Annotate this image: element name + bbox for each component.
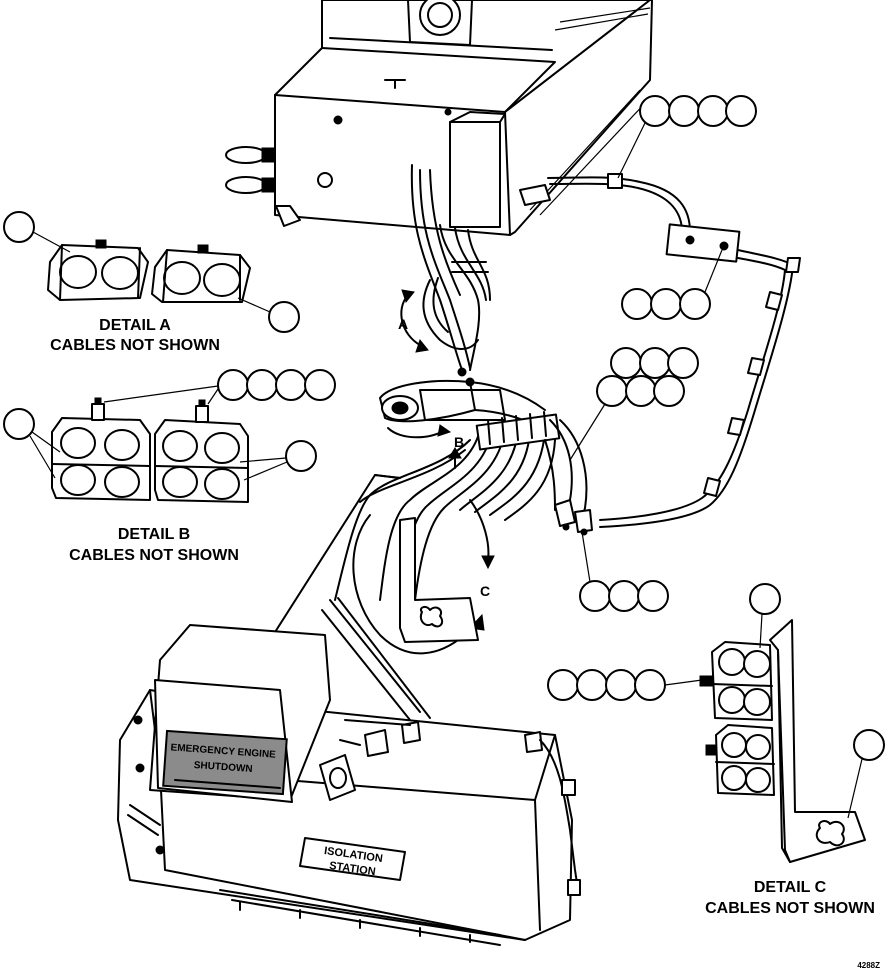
emergency-label-line2: SHUTDOWN bbox=[193, 760, 253, 775]
callout-balloon bbox=[246, 369, 278, 401]
callout-balloon bbox=[608, 580, 640, 612]
callout-balloon bbox=[697, 95, 729, 127]
callout-balloon bbox=[285, 440, 317, 472]
callout-balloon bbox=[217, 369, 249, 401]
callout-balloon bbox=[668, 95, 700, 127]
callout-balloon bbox=[667, 347, 699, 379]
view-c-callout: C bbox=[352, 499, 495, 655]
callout-balloon bbox=[304, 369, 336, 401]
callout-balloon bbox=[579, 580, 611, 612]
detail-c-bracket bbox=[699, 619, 866, 863]
callout-balloon bbox=[634, 669, 666, 701]
callout-balloons bbox=[3, 95, 885, 819]
detail-b-title: DETAIL B bbox=[118, 526, 190, 543]
callout-balloon bbox=[576, 669, 608, 701]
view-c-letter: C bbox=[480, 583, 490, 599]
figure-id: 4288Z bbox=[857, 961, 880, 970]
callout-balloon bbox=[639, 347, 671, 379]
callout-balloon bbox=[268, 301, 300, 333]
callout-balloon bbox=[596, 375, 628, 407]
lower-cable-run bbox=[269, 474, 431, 721]
callout-balloon bbox=[3, 408, 35, 440]
view-a-callout: A bbox=[398, 289, 429, 353]
detail-a-subtitle: CABLES NOT SHOWN bbox=[50, 337, 220, 354]
view-a-letter: A bbox=[398, 316, 408, 332]
callout-balloon bbox=[679, 288, 711, 320]
callout-balloon bbox=[621, 288, 653, 320]
detail-a-title: DETAIL A bbox=[99, 317, 171, 334]
callout-balloon bbox=[625, 375, 657, 407]
callout-balloon bbox=[547, 669, 579, 701]
detail-b-subtitle: CABLES NOT SHOWN bbox=[69, 547, 239, 564]
callout-balloon bbox=[749, 583, 781, 615]
mid-clamp-assembly bbox=[379, 367, 551, 439]
upper-cable-bundle bbox=[410, 164, 491, 371]
callout-balloon bbox=[853, 729, 885, 761]
callout-balloon bbox=[3, 211, 35, 243]
callout-balloon bbox=[610, 347, 642, 379]
callout-balloon bbox=[639, 95, 671, 127]
callout-balloon bbox=[653, 375, 685, 407]
callout-balloon bbox=[637, 580, 669, 612]
view-b-letter: B bbox=[454, 434, 464, 450]
callout-balloon bbox=[725, 95, 757, 127]
detail-c-subtitle: CABLES NOT SHOWN bbox=[705, 900, 875, 917]
detail-b-clamps bbox=[51, 397, 249, 503]
isolation-station-box: EMERGENCY ENGINE SHUTDOWN ISOLATION STAT… bbox=[117, 624, 581, 946]
detail-c-title: DETAIL C bbox=[754, 879, 827, 896]
detail-a-clamps bbox=[47, 239, 251, 303]
callout-balloon bbox=[605, 669, 637, 701]
upper-junction-box bbox=[225, 0, 653, 236]
callout-balloon bbox=[650, 288, 682, 320]
callout-balloon bbox=[275, 369, 307, 401]
